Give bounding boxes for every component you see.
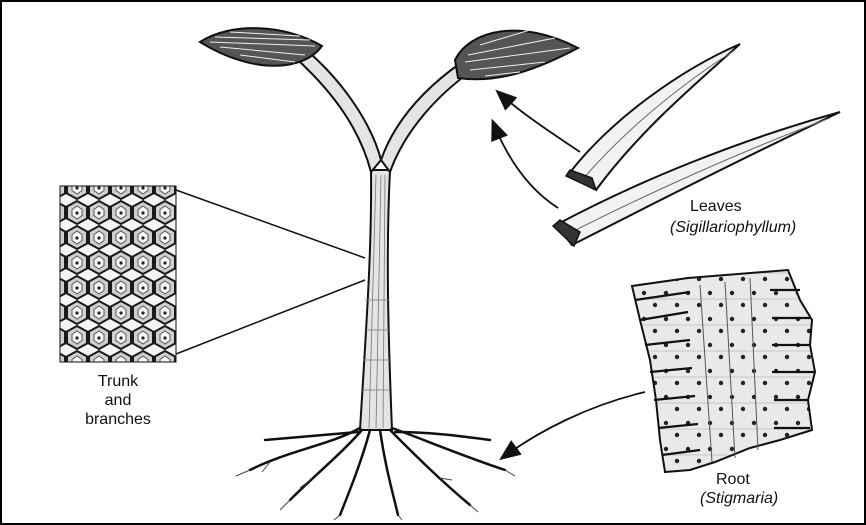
callout-line-lower xyxy=(176,280,365,354)
leaf-arrow-upper xyxy=(498,92,580,152)
leaves-label: Leaves xyxy=(690,197,850,216)
trunk-label-line3: branches xyxy=(60,410,176,429)
trunk-label-line1: Trunk xyxy=(60,372,176,391)
root-label-name: Root xyxy=(700,470,780,489)
root-latin-label: (Stigmaria) xyxy=(700,489,820,508)
left-branch xyxy=(300,55,381,172)
leaf-arrow-lower xyxy=(493,122,558,208)
trunk-label-line2: and xyxy=(60,391,176,410)
root-arrow xyxy=(502,392,645,458)
right-leaf-tuft xyxy=(455,30,578,79)
tree xyxy=(200,28,578,520)
callout-line-upper xyxy=(176,190,365,258)
trunk-label: Trunk and branches xyxy=(60,372,176,429)
left-leaf-tuft xyxy=(200,28,322,66)
trunk-bark-inset xyxy=(60,186,365,362)
leaves-label-latin: (Sigillariophyllum) xyxy=(670,218,840,237)
leaves-latin-label: (Sigillariophyllum) xyxy=(670,218,840,237)
rootlets xyxy=(236,462,515,520)
root-illustration xyxy=(502,270,815,472)
root-label-latin: (Stigmaria) xyxy=(700,489,820,508)
right-branch xyxy=(381,62,470,172)
root-label: Root xyxy=(700,470,780,489)
leaves-label-name: Leaves xyxy=(690,197,850,216)
